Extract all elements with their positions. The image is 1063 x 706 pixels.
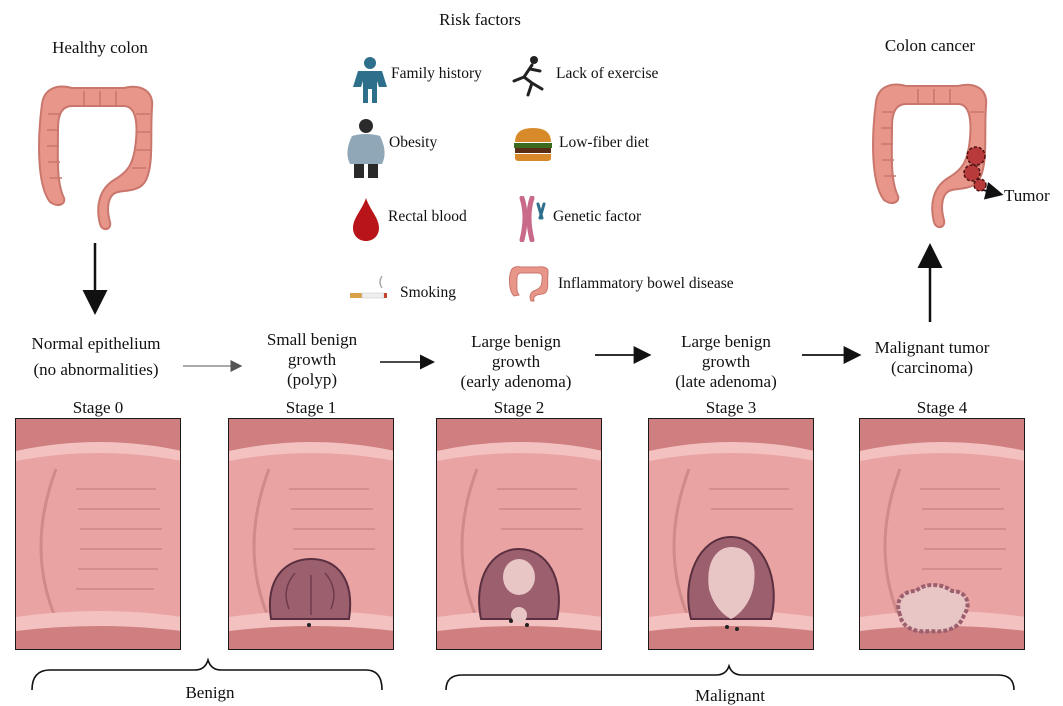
risk-factor-label: Lack of exercise — [556, 65, 658, 83]
stage-4-label: Stage 4 — [859, 398, 1025, 418]
malignant-group-label: Malignant — [660, 686, 800, 706]
colon-cancer-label: Colon cancer — [850, 36, 1010, 56]
colon-interior-illustration — [649, 419, 814, 650]
healthy-colon-label: Healthy colon — [20, 38, 180, 58]
risk-factors-title: Risk factors — [400, 10, 560, 30]
stage-3-description: Large benign growth (late adenoma) — [646, 332, 806, 392]
carcinoma-icon — [898, 585, 967, 631]
risk-factor-label: Genetic factor — [553, 208, 641, 226]
blood-drop-icon — [350, 196, 382, 242]
risk-factor-label: Smoking — [400, 284, 456, 302]
stage-1-panel — [228, 418, 394, 650]
stage-0-description: Normal epithelium (no abnormalities) — [8, 334, 184, 380]
chromosome-icon — [517, 196, 547, 242]
healthy-colon-illustration — [28, 74, 168, 234]
cancer-colon-illustration — [862, 72, 1002, 232]
tumor-label: Tumor — [1004, 186, 1050, 206]
stage-4-panel — [859, 418, 1025, 650]
stage-1-label: Stage 1 — [228, 398, 394, 418]
stage-2-panel — [436, 418, 602, 650]
risk-factor-label: Family history — [391, 65, 482, 83]
family-history-icon — [350, 55, 390, 105]
risk-factor-label: Inflammatory bowel disease — [558, 275, 734, 293]
benign-group-label: Benign — [140, 683, 280, 703]
stage-4-description: Malignant tumor (carcinoma) — [850, 338, 1014, 378]
stage-1-description: Small benign growth (polyp) — [232, 330, 392, 390]
stage-2-label: Stage 2 — [436, 398, 602, 418]
polyp-icon — [270, 559, 350, 627]
early-adenoma-icon — [479, 549, 559, 627]
cigarette-icon — [348, 270, 392, 306]
obesity-icon — [344, 118, 388, 180]
risk-factor-label: Rectal blood — [388, 208, 467, 226]
burger-icon — [512, 126, 554, 162]
risk-factor-label: Low-fiber diet — [559, 134, 649, 152]
risk-factor-label: Obesity — [389, 134, 437, 152]
colon-interior-illustration — [860, 419, 1025, 650]
colon-interior-illustration — [437, 419, 602, 650]
running-person-icon — [508, 55, 548, 99]
colon-interior-illustration — [229, 419, 394, 650]
stage-0-panel — [15, 418, 181, 650]
stage-3-panel — [648, 418, 814, 650]
stage-0-label: Stage 0 — [15, 398, 181, 418]
stage-3-label: Stage 3 — [648, 398, 814, 418]
colon-interior-illustration — [16, 419, 181, 650]
stage-2-description: Large benign growth (early adenoma) — [436, 332, 596, 392]
colon-icon — [506, 264, 552, 302]
